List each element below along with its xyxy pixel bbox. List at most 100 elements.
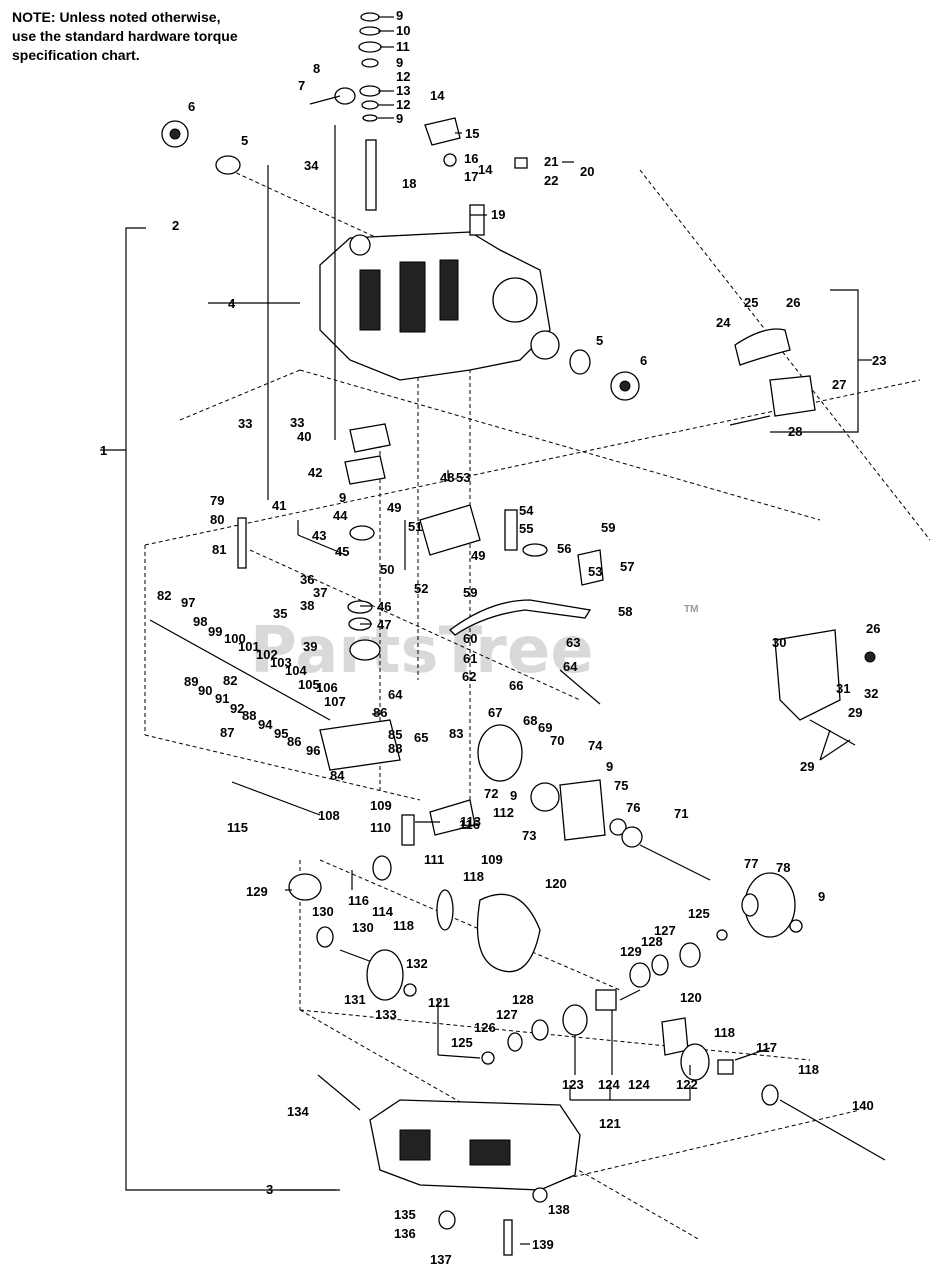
- callout-label: 62: [462, 669, 476, 684]
- callout-label: 90: [198, 683, 212, 698]
- callout-label: 102: [256, 647, 278, 662]
- callout-label: 125: [688, 906, 710, 921]
- callout-label: 33: [238, 416, 252, 431]
- callout-label: 5: [241, 133, 248, 148]
- callout-label: 83: [449, 726, 463, 741]
- callout-label: 94: [258, 717, 273, 732]
- callout-label: 137: [430, 1252, 452, 1267]
- leader-lines: [267, 16, 851, 1245]
- callout-label: 7: [298, 78, 305, 93]
- callout-label: 120: [545, 876, 567, 891]
- callout-label: 4: [228, 296, 236, 311]
- callout-label: 104: [285, 663, 307, 678]
- callout-label: 118: [463, 869, 484, 884]
- callout-label: 35: [273, 606, 287, 621]
- callout-label: 131: [344, 992, 366, 1007]
- callout-label: 63: [566, 635, 580, 650]
- callout-label: 128: [512, 992, 534, 1007]
- callout-label: 55: [519, 521, 533, 536]
- callout-label: 130: [312, 904, 334, 919]
- callout-label: 97: [181, 595, 195, 610]
- callout-label: 117: [756, 1040, 777, 1055]
- callout-label: 74: [588, 738, 603, 753]
- callout-label: 70: [550, 733, 564, 748]
- callout-label: 9: [606, 759, 613, 774]
- callout-label: 114: [372, 904, 394, 919]
- callout-label: 66: [509, 678, 523, 693]
- callout-label: 129: [620, 944, 642, 959]
- callout-label: 45: [335, 544, 349, 559]
- callout-label: 26: [866, 621, 880, 636]
- callout-label: 15: [465, 126, 479, 141]
- callout-label: 67: [488, 705, 502, 720]
- callout-label: 10: [396, 23, 410, 38]
- callout-label: 118: [714, 1025, 735, 1040]
- callout-label: 77: [744, 856, 758, 871]
- callout-label: 105: [298, 677, 320, 692]
- parts: [149, 12, 886, 1256]
- callout-label: 19: [491, 207, 505, 222]
- callout-label: 31: [836, 681, 850, 696]
- callout-label: 101: [238, 639, 260, 654]
- callout-label: 96: [306, 743, 320, 758]
- lower-housing: [369, 1099, 581, 1191]
- callout-label: 14: [478, 162, 493, 177]
- callout-label: 107: [324, 694, 346, 709]
- callout-label: 38: [300, 598, 314, 613]
- callout-label: 118: [393, 918, 414, 933]
- callout-label: 113: [460, 814, 481, 829]
- callout-label: 129: [246, 884, 268, 899]
- callout-label: 8: [313, 61, 320, 76]
- callout-label: 92: [230, 701, 244, 716]
- callout-label: 116: [459, 817, 480, 832]
- callout-labels: 1 2 3 4 5 5 6 6 7 8 9 9 9 9 9 9 9 10 11 …: [100, 8, 886, 1267]
- callout-label: 98: [193, 614, 207, 629]
- callout-label: 109: [370, 798, 392, 813]
- callout-label: 122: [676, 1077, 698, 1092]
- callout-label: 16: [464, 151, 478, 166]
- callout-label: 112: [493, 805, 514, 820]
- callout-label: 14: [430, 88, 445, 103]
- callout-label: 81: [212, 542, 226, 557]
- callout-label: 130: [352, 920, 374, 935]
- callout-label: 26: [786, 295, 800, 310]
- callout-label: 6: [640, 353, 647, 368]
- callout-label: 127: [496, 1007, 518, 1022]
- callout-label: 106: [316, 680, 338, 695]
- callout-label: 111: [424, 852, 444, 867]
- callout-label: 9: [339, 490, 346, 505]
- watermark-tm: TM: [684, 604, 698, 615]
- callout-label: 28: [788, 424, 802, 439]
- torque-note: NOTE: Unless noted otherwise, use the st…: [12, 8, 238, 65]
- callout-label: 42: [308, 465, 322, 480]
- upper-housing: [319, 231, 560, 381]
- callout-label: 127: [654, 923, 676, 938]
- callout-label: 34: [304, 158, 319, 173]
- callout-label: 27: [832, 377, 846, 392]
- callout-label: 60: [463, 631, 477, 646]
- callout-label: 65: [414, 730, 428, 745]
- callout-label: 9: [818, 889, 825, 904]
- watermark: PartsTree: [250, 614, 594, 688]
- callout-label: 82: [157, 588, 171, 603]
- callout-label: 118: [798, 1062, 819, 1077]
- callout-label: 99: [208, 624, 222, 639]
- callout-label: 9: [396, 111, 403, 126]
- callout-label: 9: [510, 788, 517, 803]
- callout-label: 108: [318, 808, 340, 823]
- callout-label: 134: [287, 1104, 309, 1119]
- callout-label: 124: [628, 1077, 650, 1092]
- callout-label: 126: [474, 1020, 496, 1035]
- note-line-1: NOTE: Unless noted otherwise,: [12, 9, 221, 25]
- callout-label: 44: [333, 508, 348, 523]
- note-line-2: use the standard hardware torque: [12, 28, 238, 44]
- callout-label: 76: [626, 800, 640, 815]
- callout-label: 53: [456, 470, 470, 485]
- callout-label: 36: [300, 572, 314, 587]
- callout-label: 56: [557, 541, 571, 556]
- callout-label: 121: [599, 1116, 621, 1131]
- callout-label: 5: [596, 333, 603, 348]
- callout-label: 23: [872, 353, 886, 368]
- callout-label: 135: [394, 1207, 416, 1222]
